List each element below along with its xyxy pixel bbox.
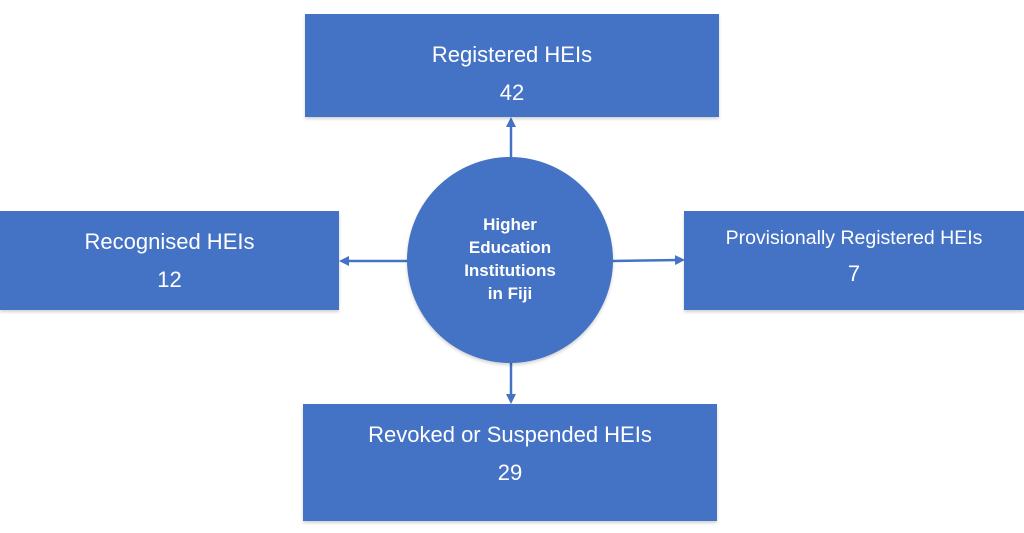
recognised-heis-count: 12 xyxy=(157,267,182,292)
center-line-3: Institutions xyxy=(464,261,556,280)
center-circle-text: Higher Education Institutions in Fiji xyxy=(464,214,556,306)
arrow-to-provisional xyxy=(612,255,685,266)
recognised-heis-box: Recognised HEIs 12 xyxy=(0,211,339,310)
recognised-heis-label: Recognised HEIs xyxy=(84,229,255,254)
registered-heis-label: Registered HEIs xyxy=(431,42,593,67)
revoked-suspended-heis-count: 29 xyxy=(497,460,523,485)
center-line-1: Higher xyxy=(483,215,537,235)
provisionally-registered-heis-count: 7 xyxy=(847,261,861,286)
center-line-2: Education xyxy=(468,238,552,258)
registered-heis-box: Registered HEIs 42 xyxy=(305,14,719,117)
revoked-suspended-heis-box: Revoked or Suspended HEIs 29 xyxy=(303,404,717,521)
revoked-suspended-heis-label: Revoked or Suspended HEIs xyxy=(368,422,652,447)
registered-heis-count: 42 xyxy=(499,80,525,105)
center-circle: Higher Education Institutions in Fiji xyxy=(407,157,613,363)
provisionally-registered-heis-label: Provisionally Registered HEIs xyxy=(725,227,983,249)
provisionally-registered-heis-box: Provisionally Registered HEIs 7 xyxy=(684,211,1024,310)
center-line-4: in Fiji xyxy=(487,283,533,303)
